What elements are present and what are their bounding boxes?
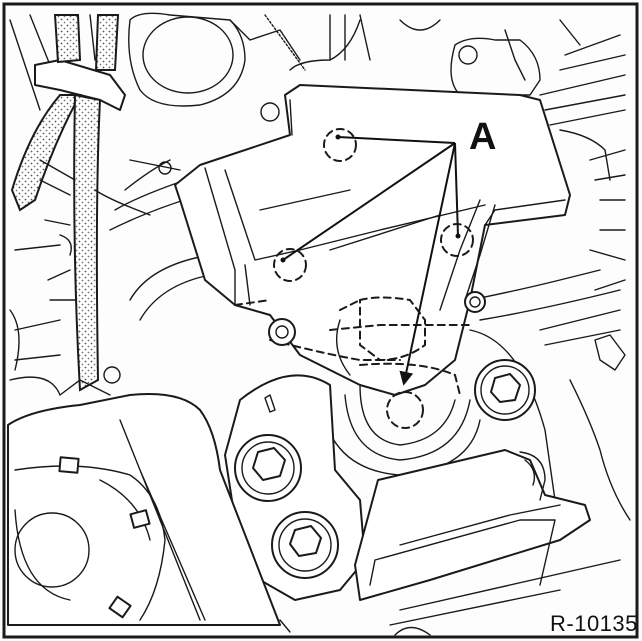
hex-bolt-right-icon [490,373,521,403]
bolt-top-left-icon [323,128,357,162]
hex-bolt-lower-icon [289,525,322,557]
small-bolts [103,291,486,384]
hex-bolt-left-icon [252,447,286,481]
rubber-mount-pad [354,449,591,601]
timing-cover [7,376,281,626]
bolt-bottom-icon [386,391,424,429]
bottom-details [279,559,621,636]
bolt-left-icon [273,248,307,282]
hoses [10,14,151,392]
callout-label-a: A [469,116,497,158]
callout-a-leaders [280,134,461,386]
figure-reference-code: R-10135 [550,611,638,636]
mount-plate [224,329,556,601]
